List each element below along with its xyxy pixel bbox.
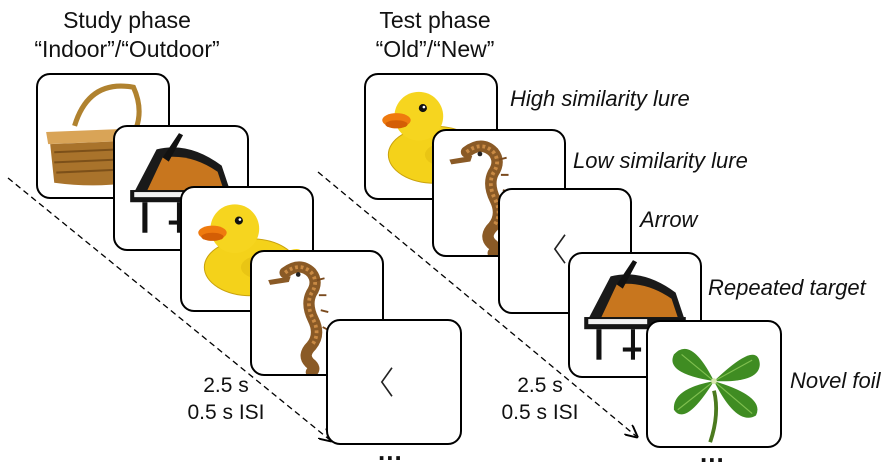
- test-phase-title: Test phase: [379, 7, 491, 33]
- test-phase-response: “Old”/“New”: [375, 36, 495, 62]
- test-card-clover: [646, 320, 782, 448]
- study-timing: 2.5 s 0.5 s ISI: [168, 372, 284, 426]
- study-phase-response: “Indoor”/“Outdoor”: [34, 36, 220, 62]
- label-arrow: Arrow: [640, 207, 698, 232]
- test-timeline-arrow: [317, 171, 636, 436]
- test-ellipsis: ...: [700, 438, 725, 468]
- test-timing: 2.5 s 0.5 s ISI: [482, 372, 598, 426]
- study-card-arrow: [326, 319, 462, 445]
- test-isi: 0.5 s ISI: [501, 401, 579, 424]
- left-chevron-icon: [553, 234, 566, 264]
- label-repeated-target: Repeated target: [708, 275, 866, 300]
- test-duration: 2.5 s: [517, 374, 563, 397]
- label-low-similarity-lure: Low similarity lure: [573, 148, 748, 173]
- left-chevron-icon: [380, 367, 393, 397]
- study-isi: 0.5 s ISI: [187, 401, 265, 424]
- study-ellipsis: ...: [378, 436, 403, 466]
- four-leaf-clover-icon: [670, 346, 762, 445]
- label-high-similarity-lure: High similarity lure: [510, 86, 690, 111]
- study-timeline-arrow: [7, 177, 330, 440]
- label-novel-foil: Novel foil: [790, 368, 881, 393]
- test-phase-header: Test phase “Old”/“New”: [330, 6, 540, 64]
- study-phase-header: Study phase “Indoor”/“Outdoor”: [12, 6, 242, 64]
- study-duration: 2.5 s: [203, 374, 249, 397]
- study-phase-title: Study phase: [63, 7, 191, 33]
